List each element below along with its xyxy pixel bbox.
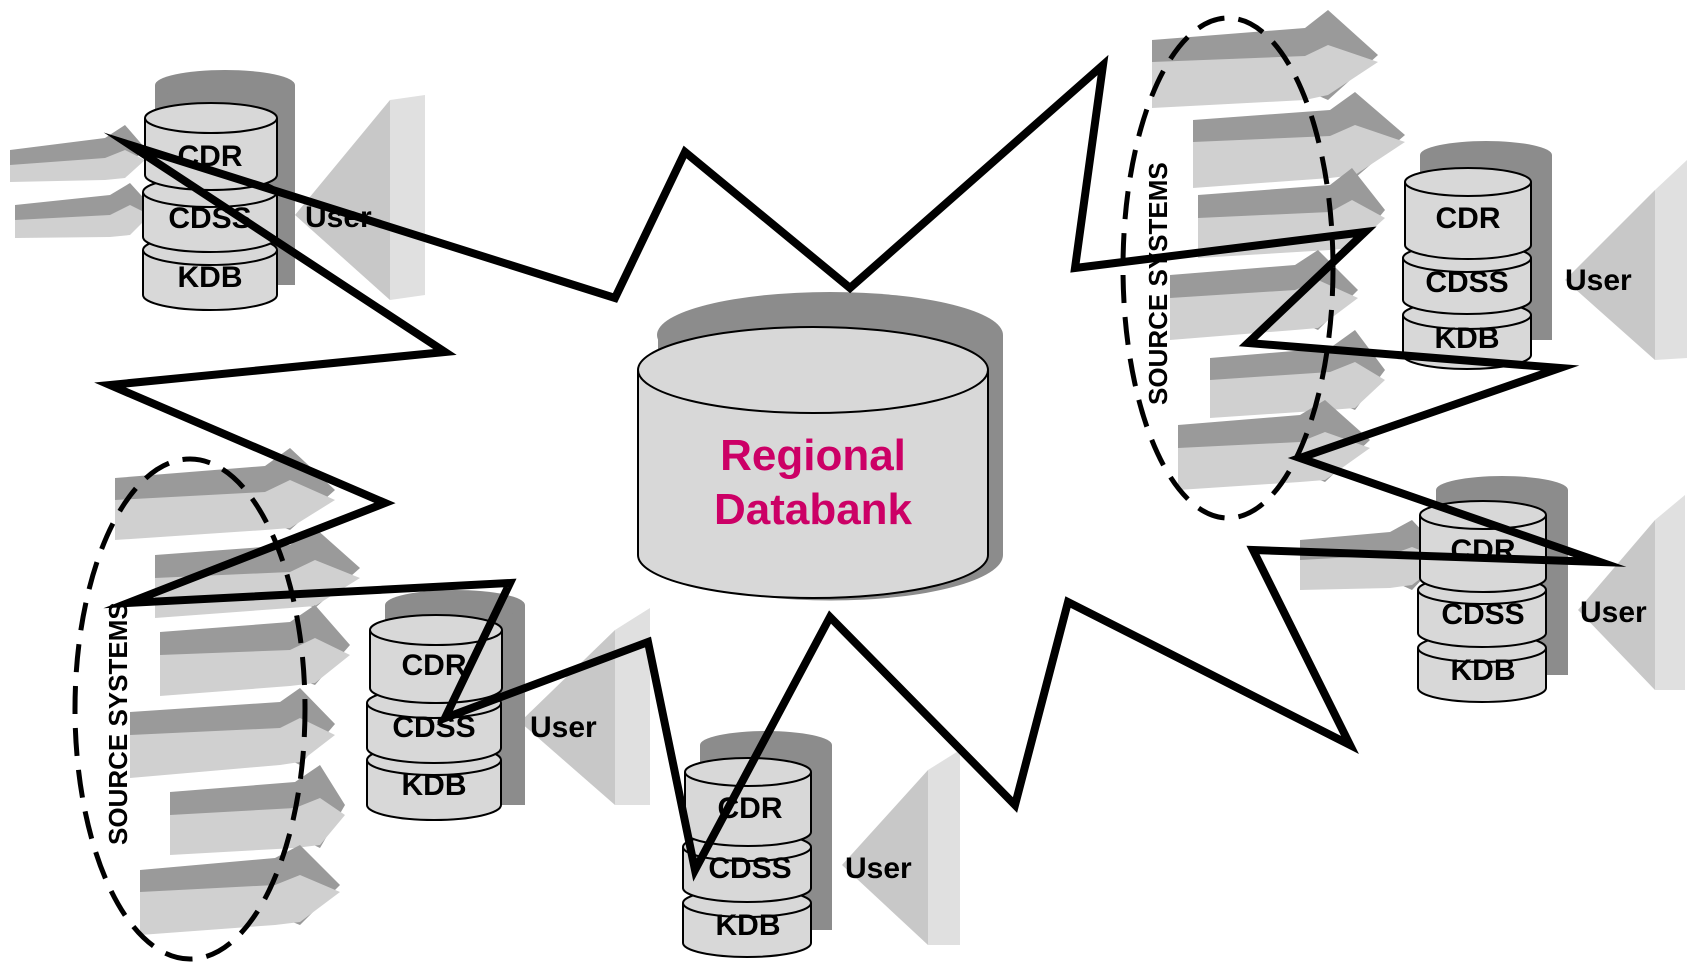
user-label: User	[1565, 264, 1632, 297]
source-systems-outline	[72, 456, 308, 962]
node-bottom-center: User CDR CDSS KDB	[682, 731, 960, 958]
node-mid-right: User CDR CDSS KDB	[1300, 476, 1685, 703]
source-arrow	[170, 765, 345, 855]
user-cone	[1578, 495, 1685, 690]
db-label-cdss: CDSS	[708, 852, 791, 885]
node-top-right: User CDR CDSS KDB	[1402, 141, 1687, 370]
user-cone	[520, 608, 650, 805]
source-arrow	[1193, 92, 1405, 188]
source-systems-label: SOURCE SYSTEMS	[103, 602, 133, 845]
source-systems-left: SOURCE SYSTEMS	[72, 448, 360, 962]
node-top-left: User CDR CDSS KDB	[10, 70, 425, 311]
node-mid-left: User CDR CDSS KDB	[366, 590, 650, 821]
db-label-kdb: KDB	[178, 261, 243, 294]
source-systems-outline	[1120, 15, 1336, 521]
db-label-cdss: CDSS	[392, 711, 475, 744]
db-stack	[1402, 141, 1552, 370]
source-systems-label: SOURCE SYSTEMS	[1143, 162, 1173, 405]
user-cone	[1565, 160, 1687, 360]
db-stack	[142, 70, 295, 311]
db-label-kdb: KDB	[1435, 322, 1500, 355]
source-systems-right: SOURCE SYSTEMS	[1120, 10, 1405, 521]
source-arrow	[140, 845, 340, 935]
center-label-line1: Regional	[720, 431, 906, 480]
db-label-cdss: CDSS	[1441, 598, 1524, 631]
source-arrow	[155, 528, 360, 618]
db-label-cdr: CDR	[402, 649, 467, 682]
db-label-cdr: CDR	[1436, 202, 1501, 235]
input-arrow	[15, 183, 150, 238]
db-label-kdb: KDB	[716, 909, 781, 942]
user-label: User	[530, 711, 597, 744]
db-stack	[682, 731, 832, 958]
source-arrow	[1152, 10, 1378, 108]
network-starburst-outline	[94, 54, 1627, 882]
user-label: User	[1580, 596, 1647, 629]
db-label-kdb: KDB	[402, 769, 467, 802]
source-arrow	[1170, 250, 1358, 340]
source-arrow	[130, 688, 335, 778]
source-arrow	[115, 448, 335, 540]
db-label-kdb: KDB	[1451, 654, 1516, 687]
center-label-line2: Databank	[714, 485, 913, 534]
regional-databank-cylinder: Regional Databank	[637, 292, 1003, 601]
source-arrow	[160, 605, 350, 696]
user-label: User	[845, 852, 912, 885]
db-label-cdss: CDSS	[1425, 266, 1508, 299]
user-cone	[842, 750, 960, 945]
user-cone	[295, 95, 425, 300]
input-arrow	[10, 125, 145, 182]
